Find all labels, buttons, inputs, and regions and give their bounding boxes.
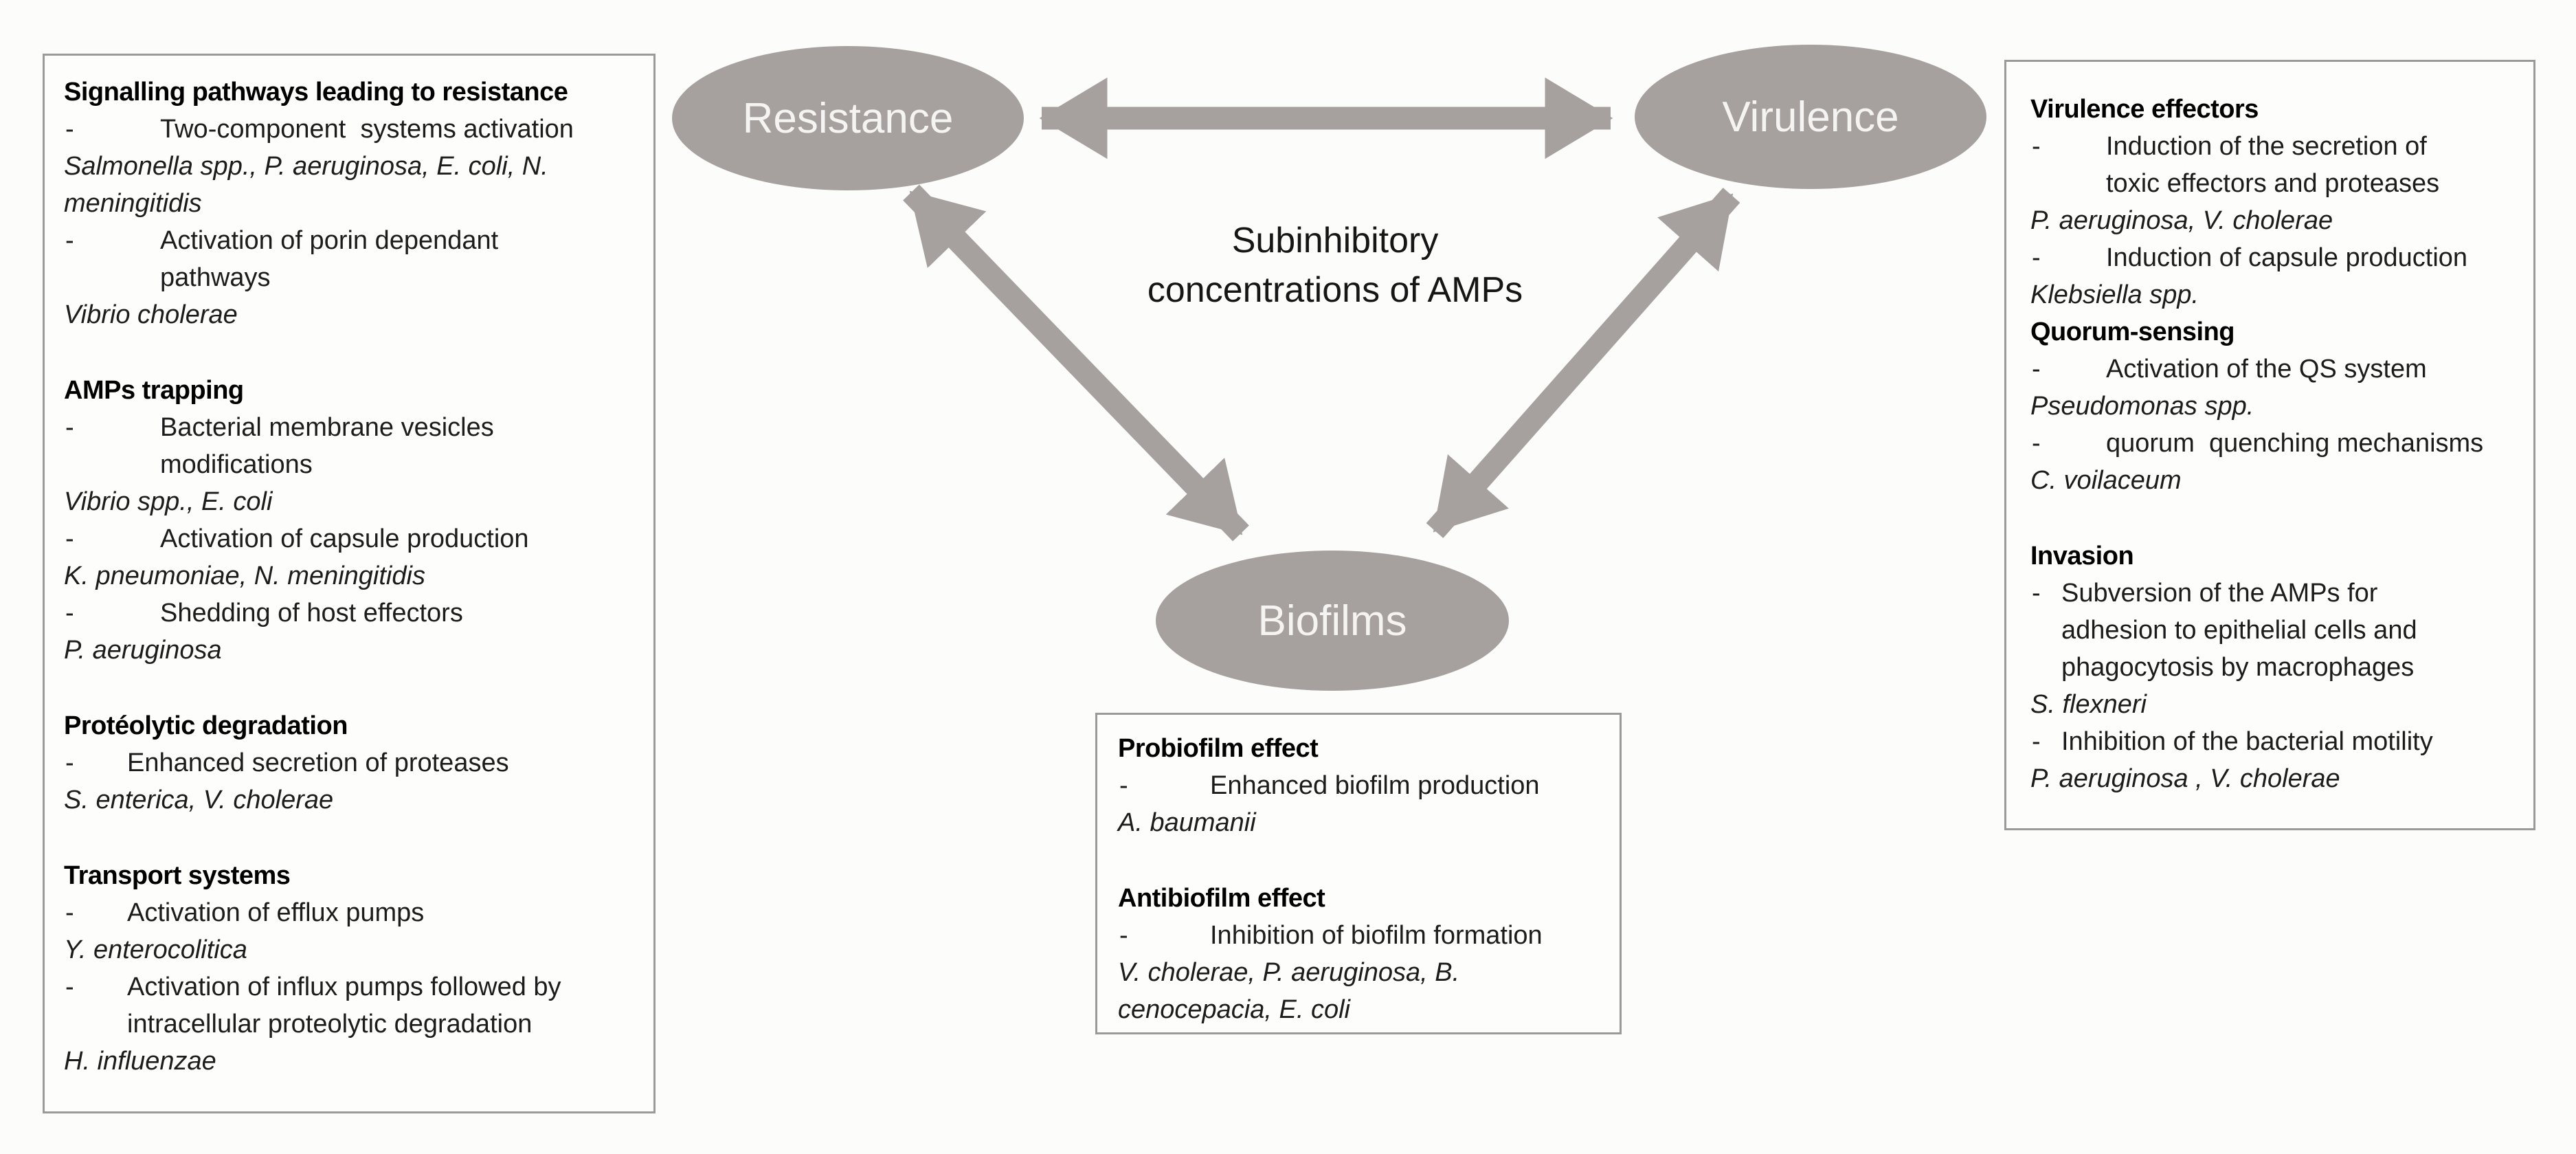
center-caption-line2: concentrations of AMPs [1147, 270, 1523, 310]
spacer-line [64, 669, 641, 707]
species-line: Klebsiella spp. [2030, 280, 2199, 309]
species-line: S. flexneri [2030, 690, 2147, 719]
node-resistance: Resistance [672, 46, 1024, 190]
species-line: Vibrio cholerae [64, 300, 238, 329]
species-line: A. baumanii [1118, 808, 1256, 837]
section-heading: Invasion [2030, 542, 2134, 570]
text-line: intracellular proteolytic degradation [127, 1010, 533, 1039]
bullet-dash: - [65, 898, 74, 927]
spacer-line [64, 333, 641, 372]
node-virulence-label: Virulence [1722, 93, 1899, 141]
text-line: adhesion to epithelial cells and [2061, 616, 2417, 645]
node-resistance-label: Resistance [742, 94, 954, 142]
text-line: - Activation of influx pumps followed by [64, 968, 641, 1006]
text-line: pathways [160, 263, 271, 292]
spacer-line [64, 819, 641, 857]
species-line: meningitidis [64, 189, 202, 218]
bullet-text: Bacterial membrane vesicles [160, 413, 494, 442]
bullet-text: Shedding of host effectors [160, 599, 463, 628]
section-heading: Transport systems [64, 861, 291, 890]
bullet-dash: - [65, 524, 74, 553]
bullet-dash: - [65, 115, 74, 144]
species-line: P. aeruginosa, V. cholerae [2030, 206, 2333, 235]
text-line: - Activation of capsule production [64, 520, 641, 557]
text-line: -Subversion of the AMPs for [2030, 575, 2522, 612]
center-caption: Subinhibitory concentrations of AMPs [1095, 216, 1576, 315]
text-line: phagocytosis by macrophages [2061, 653, 2415, 682]
text-line: - Activation of the QS system [2030, 351, 2522, 388]
bullet-dash: - [2032, 429, 2041, 458]
bullet-dash: - [65, 226, 74, 255]
bullet-dash: - [2032, 727, 2041, 756]
section-heading: Protéolytic degradation [64, 711, 348, 740]
bullet-dash: - [1119, 921, 1128, 950]
bullet-text: Induction of the secretion of [2106, 132, 2427, 161]
bullet-text: Two-component systems activation [160, 115, 574, 144]
species-line: Vibrio spp., E. coli [64, 487, 273, 516]
bullet-text: Enhanced biofilm production [1210, 771, 1540, 800]
species-line: P. aeruginosa [64, 636, 222, 665]
spacer-line [1118, 841, 1609, 880]
bullet-text: Activation of the QS system [2106, 355, 2427, 384]
text-line: - Shedding of host effectors [64, 595, 641, 632]
bullet-text: Enhanced secretion of proteases [127, 748, 509, 777]
biofilm-effects-box: Probiofilm effect - Enhanced biofilm produ… [1095, 713, 1622, 1034]
section-heading: Quorum-sensing [2030, 318, 2235, 346]
bullet-dash: - [2032, 132, 2041, 161]
bullet-dash: - [2032, 355, 2041, 384]
species-line: K. pneumoniae, N. meningitidis [64, 562, 425, 590]
text-line: - Inhibition of biofilm formation [1118, 917, 1609, 954]
bullet-dash: - [1119, 771, 1128, 800]
species-line: C. voilaceum [2030, 466, 2182, 495]
bullet-text: Activation of capsule production [160, 524, 529, 553]
species-line: S. enterica, V. cholerae [64, 786, 334, 814]
bullet-dash: - [65, 599, 74, 628]
bullet-dash: - [65, 973, 74, 1001]
text-line: modifications [160, 450, 313, 479]
text-line: - Two-component systems activation [64, 111, 641, 148]
spacer-line [2030, 499, 2522, 537]
species-line: P. aeruginosa , V. cholerae [2030, 764, 2340, 793]
species-line: V. cholerae, P. aeruginosa, B. [1118, 958, 1460, 987]
species-line: H. influenzae [64, 1047, 216, 1076]
text-line: - Activation of efflux pumps [64, 894, 641, 931]
bullet-text: Induction of capsule production [2106, 243, 2468, 272]
text-line: - Enhanced secretion of proteases [64, 744, 641, 781]
bullet-text: Subversion of the AMPs for [2061, 579, 2378, 608]
species-line: Pseudomonas spp. [2030, 392, 2254, 421]
text-line: -Inhibition of the bacterial motility [2030, 723, 2522, 760]
bullet-dash: - [65, 748, 74, 777]
text-line: - Bacterial membrane vesicles [64, 409, 641, 446]
text-line: - Induction of the secretion of [2030, 128, 2522, 165]
node-biofilms-label: Biofilms [1257, 597, 1407, 645]
species-line: cenocepacia, E. coli [1118, 995, 1350, 1024]
node-biofilms: Biofilms [1156, 551, 1509, 691]
bullet-dash: - [65, 413, 74, 442]
bullet-text: Activation of influx pumps followed by [127, 973, 561, 1001]
section-heading: Antibiofilm effect [1118, 884, 1325, 913]
bullet-text: Inhibition of biofilm formation [1210, 921, 1543, 950]
section-heading: AMPs trapping [64, 376, 244, 405]
center-caption-line1: Subinhibitory [1231, 221, 1439, 260]
species-line: Salmonella spp., P. aeruginosa, E. coli,… [64, 152, 548, 181]
node-virulence: Virulence [1635, 45, 1986, 189]
text-line: toxic effectors and proteases [2106, 169, 2440, 198]
bullet-text: Activation of porin dependant [160, 226, 499, 255]
bullet-dash: - [2032, 243, 2041, 272]
bullet-dash: - [2032, 579, 2041, 608]
resistance-mechanisms-box: Signalling pathways leading to resistanc… [43, 54, 656, 1113]
bullet-text: Activation of efflux pumps [127, 898, 425, 927]
bullet-text: Inhibition of the bacterial motility [2061, 727, 2433, 756]
text-line: - Activation of porin dependant [64, 222, 641, 259]
text-line: - quorum quenching mechanisms [2030, 425, 2522, 462]
section-heading: Virulence effectors [2030, 95, 2259, 124]
species-line: Y. enterocolitica [64, 935, 247, 964]
section-heading: Signalling pathways leading to resistanc… [64, 78, 568, 107]
bullet-text: quorum quenching mechanisms [2106, 429, 2484, 458]
virulence-mechanisms-box: Virulence effectors - Induction of the sec… [2004, 60, 2535, 830]
text-line: - Enhanced biofilm production [1118, 767, 1609, 804]
section-heading: Probiofilm effect [1118, 734, 1319, 763]
text-line: - Induction of capsule production [2030, 239, 2522, 276]
